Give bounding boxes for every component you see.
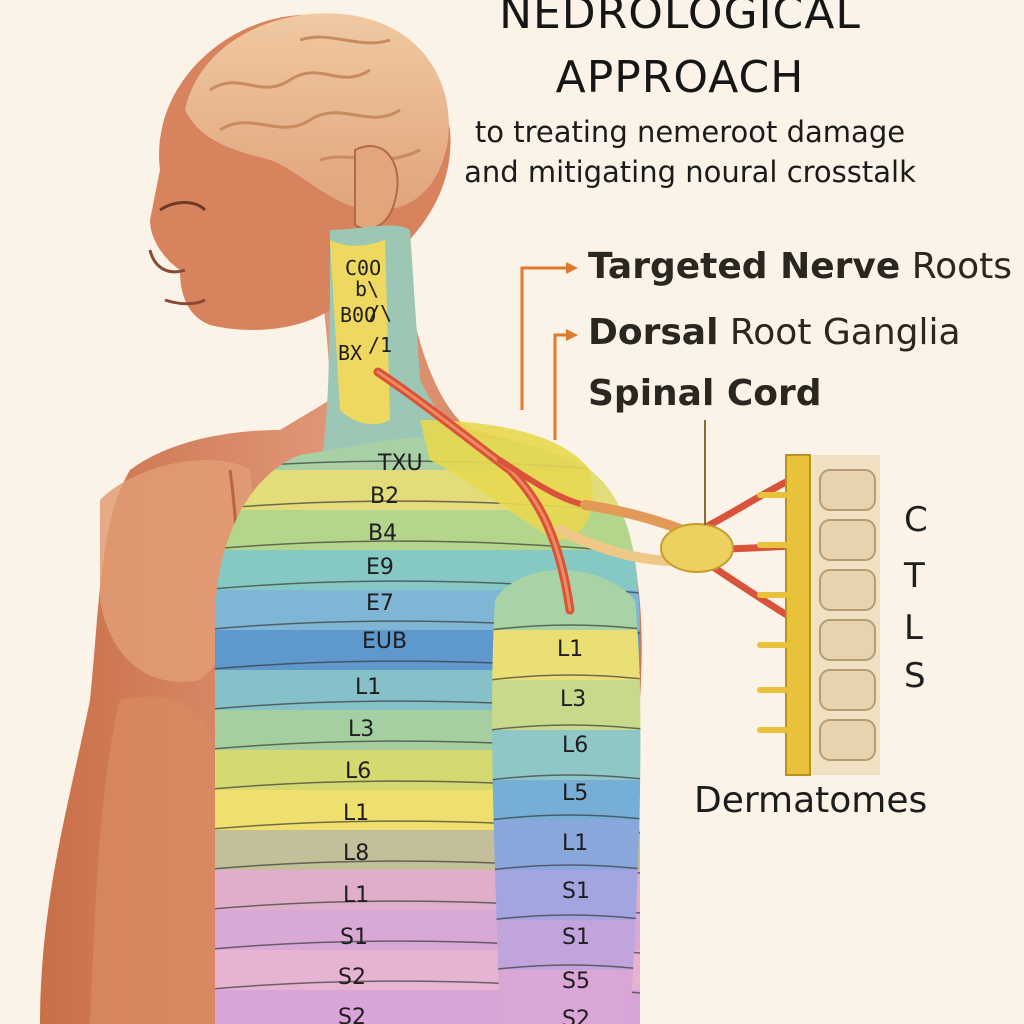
spine-column: [757, 454, 880, 776]
neck-label-2: B0O: [340, 303, 376, 327]
spinal-cord: [785, 454, 811, 776]
arm-label-0: L1: [557, 637, 583, 662]
trunk-label-11: L1: [343, 883, 369, 908]
label-spinal-cord: Spinal Cord: [588, 373, 822, 414]
subtitle-line-2: and mitigating noural crosstalk: [464, 155, 916, 189]
arm-label-4: L1: [562, 831, 588, 856]
arm-label-5: S1: [562, 879, 590, 904]
neck-label-3: /\: [368, 301, 392, 325]
spine-region-l: L: [904, 608, 923, 648]
trunk-label-1: B2: [370, 484, 399, 509]
label-dorsal-rest: Root Ganglia: [718, 312, 961, 353]
trunk-label-3: E9: [366, 555, 394, 580]
trunk-label-10: L8: [343, 841, 369, 866]
neck-label-5: /1: [368, 333, 392, 357]
arrow-head-targeted: [566, 262, 578, 274]
trunk-label-9: L1: [343, 801, 369, 826]
arm-label-8: S2: [562, 1007, 590, 1024]
title-line-1: NEDROLOGICAL: [499, 0, 861, 39]
spine-region-t: T: [904, 556, 925, 596]
arm-label-3: L5: [562, 781, 588, 806]
label-targeted-bold: Targeted Nerve: [588, 246, 901, 287]
trunk-label-2: B4: [368, 521, 397, 546]
trunk-label-8: L6: [345, 759, 371, 784]
label-dorsal-root-ganglia: Dorsal Root Ganglia: [588, 312, 961, 353]
dorsal-root-ganglion: [660, 523, 734, 573]
arm-label-6: S1: [562, 925, 590, 950]
trunk-label-7: L3: [348, 717, 374, 742]
arm-label-2: L6: [562, 733, 588, 758]
label-targeted-nerve-roots: Targeted Nerve Roots: [588, 246, 1012, 287]
callout-arrows: [520, 266, 570, 440]
arrow-head-dorsal: [566, 329, 578, 341]
label-dermatomes: Dermatomes: [694, 780, 928, 821]
trunk-label-12: S1: [340, 925, 368, 950]
spine-region-s: S: [904, 656, 926, 696]
label-targeted-rest: Roots: [900, 246, 1013, 287]
trunk-label-6: L1: [355, 675, 381, 700]
label-spinal-bold: Spinal Cord: [588, 373, 822, 414]
arm-label-1: L3: [560, 687, 586, 712]
neck-label-4: BX: [338, 341, 362, 365]
arm-label-7: S5: [562, 969, 590, 994]
trunk-label-5: EUB: [362, 629, 407, 654]
shoulder-dermatome: [420, 420, 593, 540]
title-line-2: APPROACH: [555, 52, 805, 103]
trunk-label-14: S2: [338, 1005, 366, 1024]
trunk-label-0: TXU: [377, 451, 423, 476]
spine-region-c: C: [904, 500, 928, 540]
label-dorsal-bold: Dorsal: [588, 312, 719, 353]
neck-label-1: b\: [355, 277, 379, 301]
neck-label-0: C0O: [345, 256, 381, 280]
trunk-label-4: E7: [366, 591, 394, 616]
abdomen-muscle: [90, 696, 215, 1024]
trunk-label-13: S2: [338, 965, 366, 990]
subtitle-line-1: to treating nemeroot damage: [474, 115, 906, 149]
